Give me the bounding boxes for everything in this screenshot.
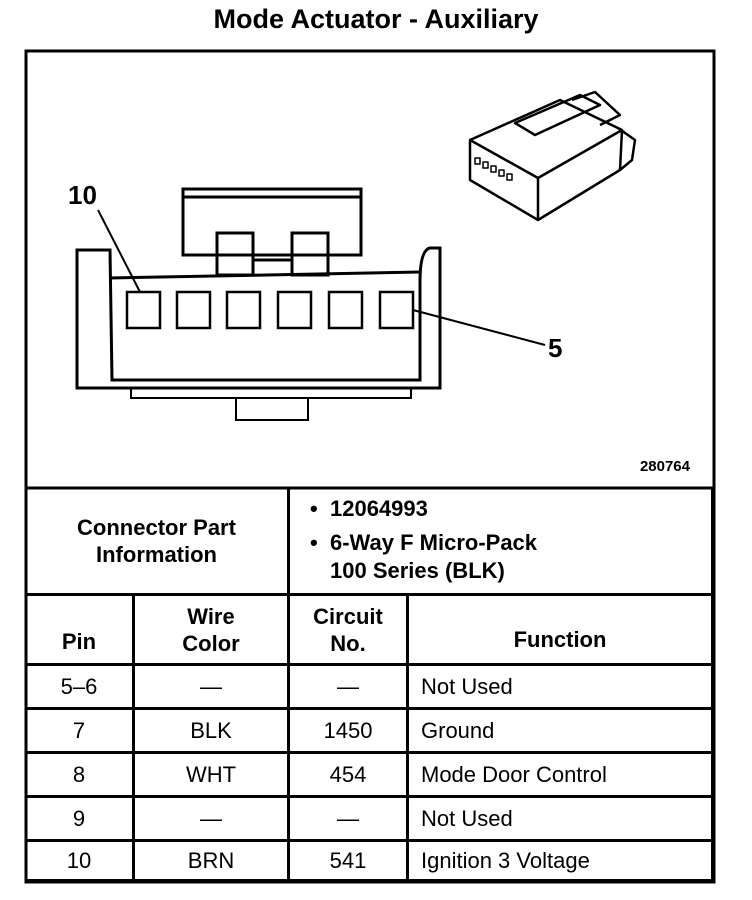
table-cell-circuit: 1450 [290,710,409,754]
pin-10-callout: 10 [68,180,97,210]
table-cell-wire-color: — [135,666,290,710]
connector-info-label: Connector Part Information [26,488,290,596]
table-cell-circuit: 454 [290,754,409,798]
header-circuit-text: Circuit No. [313,603,383,656]
connector-description-1: 6-Way F Micro-Pack [308,529,537,557]
table-cell-function: Not Used [409,666,714,710]
table-cell-wire-color: WHT [135,754,290,798]
table-cell-function: Mode Door Control [409,754,714,798]
table-cell-circuit: — [290,666,409,710]
header-wire-color: Wire Color [135,596,290,666]
header-pin: Pin [26,596,135,666]
table-cell-wire-color: BRN [135,842,290,882]
table-cell-pin: 9 [26,798,135,842]
header-function: Function [409,596,714,666]
table-cell-circuit: 541 [290,842,409,882]
connector-info-list: 12064993 6-Way F Micro-Pack 100 Series (… [308,495,537,585]
connector-front-view [75,187,546,421]
connector-info-label-text: Connector Part Information [77,514,236,567]
figure-number: 280764 [639,458,690,475]
table-cell-function: Not Used [409,798,714,842]
table-cell-pin: 5–6 [26,666,135,710]
table-cell-pin: 10 [26,842,135,882]
table-cell-pin: 7 [26,710,135,754]
header-wire-color-text: Wire Color [182,603,240,656]
table-cell-wire-color: BLK [135,710,290,754]
table-cell-function: Ground [409,710,714,754]
connector-info-values [290,488,714,596]
connector-isometric-view [468,90,637,222]
table-cell-function: Ignition 3 Voltage [409,842,714,882]
connector-description-2: 100 Series (BLK) [330,558,505,583]
pin-5-callout: 5 [548,333,563,363]
header-circuit: Circuit No. [290,596,409,666]
part-number: 12064993 [308,495,537,523]
pin-cavities [125,290,415,330]
table-cell-wire-color: — [135,798,290,842]
table-cell-pin: 8 [26,754,135,798]
table-cell-circuit: — [290,798,409,842]
page-title: Mode Actuator - Auxiliary [213,4,539,34]
